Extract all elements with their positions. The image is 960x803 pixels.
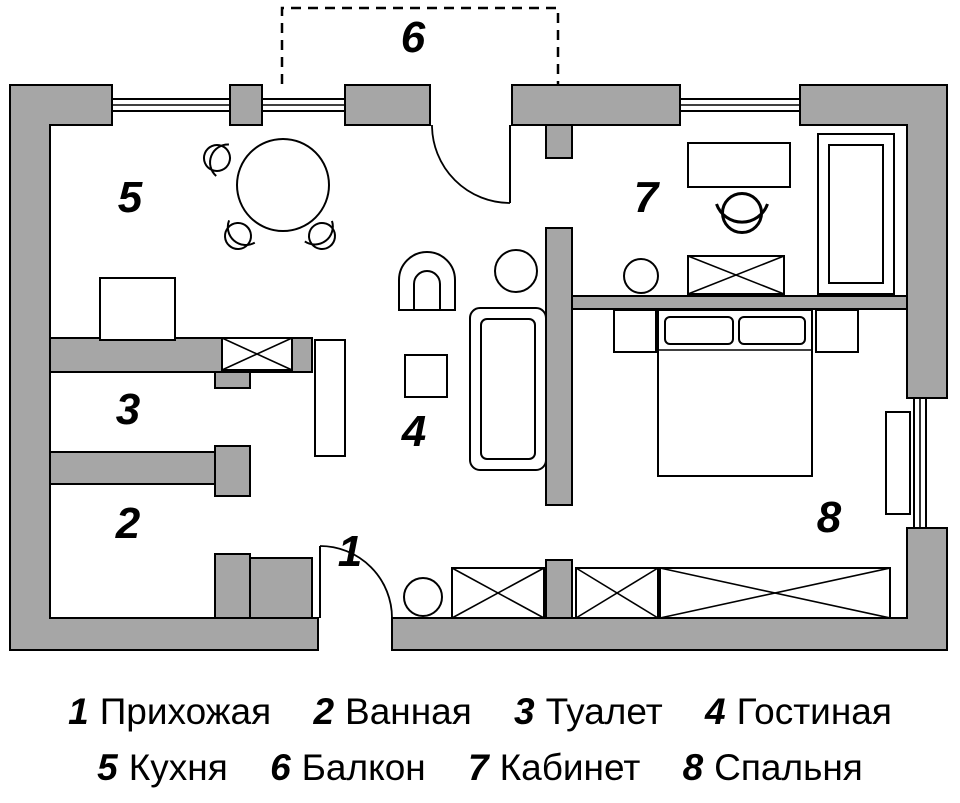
legend-number: 1: [68, 691, 89, 732]
wall-segment: [545, 227, 573, 506]
door-swing-arc: [431, 124, 511, 204]
bedroom-wardrobe: [575, 567, 659, 619]
legend-number: 6: [270, 747, 291, 788]
room-label-living: 4: [401, 407, 426, 456]
room-label-kitchen: 5: [118, 173, 143, 222]
legend-name: Прихожая: [99, 691, 272, 732]
room-label-bedroom: 8: [817, 493, 842, 542]
chair: [197, 136, 237, 180]
balcony-door: [429, 84, 513, 204]
office-wardrobe: [687, 255, 785, 295]
legend-name: Спальня: [714, 747, 863, 788]
nightstand: [613, 309, 657, 353]
wall-segment: [214, 445, 251, 497]
wall-segment: [545, 559, 573, 619]
pillow: [664, 316, 734, 345]
pillow: [738, 316, 806, 345]
window-balcony: [261, 84, 346, 126]
wall-segment: [571, 295, 908, 310]
wall-segment: [214, 371, 251, 389]
legend-name: Балкон: [301, 747, 426, 788]
legend-name: Туалет: [545, 691, 663, 732]
office-desk: [687, 142, 791, 188]
wall-segment: [545, 124, 573, 159]
window-office: [679, 84, 801, 126]
legend-number: 8: [682, 747, 704, 788]
legend-number: 5: [97, 747, 118, 788]
living-couch: [469, 307, 547, 471]
legend-name: Гостиная: [736, 691, 892, 732]
living-plant: [494, 249, 538, 293]
room-label-bathroom: 2: [115, 499, 141, 548]
wardrobe-x-line: [451, 567, 545, 619]
room-label-balcony: 6: [401, 13, 426, 62]
wardrobe-x-line: [575, 567, 659, 619]
room-label-toilet: 3: [116, 385, 140, 434]
wardrobe-x-line: [687, 255, 785, 295]
wall-segment: [49, 451, 216, 485]
hall-cabinet: [314, 339, 346, 457]
legend-name: Ванная: [345, 691, 472, 732]
legend-number: 2: [313, 691, 335, 732]
window-bedroom: [885, 397, 948, 529]
window-kitchen: [111, 84, 231, 126]
entrance-door: [317, 545, 393, 651]
office-plant: [623, 258, 659, 294]
wardrobe-x-line: [221, 337, 293, 371]
bed: [657, 309, 813, 477]
office-daybed: [817, 133, 895, 295]
legend-number: 7: [467, 747, 489, 788]
dining-table: [236, 138, 330, 232]
chair: [215, 214, 261, 258]
legend-number: 3: [514, 691, 535, 732]
wall-segment: [214, 553, 251, 619]
office-chair: [715, 192, 769, 234]
legend-name: Кухня: [128, 747, 228, 788]
living-side-table: [404, 354, 448, 398]
hall-wardrobe: [451, 567, 545, 619]
bedroom-wardrobe-long: [659, 567, 891, 619]
balcony-outline: [280, 6, 560, 84]
kitchen-counter: [99, 277, 176, 341]
room-label-office: 7: [634, 173, 661, 222]
door-swing-arc: [319, 545, 393, 619]
hall-niche-wardrobe: [221, 337, 293, 371]
floor-plan-canvas: 1 2 3 4 5 6 7 8: [9, 6, 948, 651]
legend-name: Кабинет: [499, 747, 641, 788]
hall-stool: [403, 577, 443, 617]
window-sill: [885, 411, 911, 515]
legend-number: 4: [704, 691, 726, 732]
room-label-hallway: 1: [338, 527, 362, 576]
nightstand: [815, 309, 859, 353]
wardrobe-x-line: [659, 567, 891, 619]
wall-segment: [249, 557, 313, 619]
living-armchair: [398, 251, 456, 311]
